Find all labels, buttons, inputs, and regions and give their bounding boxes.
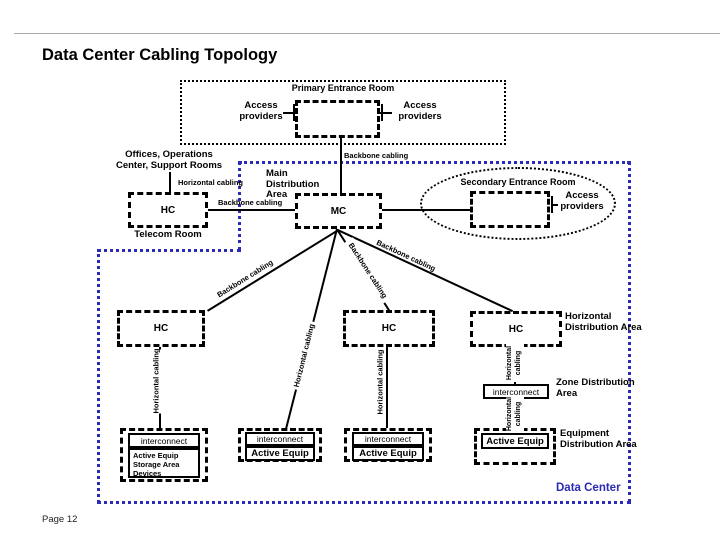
backbone-cabling-label-hc-left: Backbone cabling — [215, 257, 275, 300]
data-center-border-right — [628, 161, 631, 503]
page-title: Data Center Cabling Topology — [42, 46, 278, 64]
zone-distribution-area-label: Zone Distribution Area — [556, 377, 635, 399]
backbone-cabling-label-primary: Backbone cabling — [344, 151, 409, 160]
horizontal-cabling-label-zone-lower: Horizontal cabling — [506, 395, 524, 433]
data-center-border-top — [239, 161, 630, 164]
active-equip-right-box: Active Equip — [481, 433, 549, 449]
equipment-distribution-area-label: Equipment Distribution Area — [560, 428, 637, 450]
primary-entrance-room-box — [180, 80, 506, 145]
header-rule — [14, 33, 720, 34]
horizontal-cabling-label-mc-diagonal: Horizontal cabling — [290, 320, 318, 391]
access-providers-secondary-label: Access providers — [560, 190, 604, 212]
horizontal-line-offices-to-hc — [169, 172, 171, 192]
backbone-line-hc-to-mc — [208, 209, 295, 211]
page-number: Page 12 — [42, 514, 78, 525]
backbone-cabling-label-hc-right: Backbone cabling — [375, 237, 437, 274]
hc-left-box: HC — [117, 310, 205, 347]
horizontal-cabling-label-mid-column: Horizontal cabling — [374, 349, 386, 415]
active-equip-box-3: Active Equip — [352, 446, 424, 461]
data-center-border-notch-h — [97, 249, 241, 252]
active-equip-storage-box: Active Equip Storage Area Devices — [128, 448, 200, 478]
secondary-entrance-room-ellipse — [420, 167, 616, 240]
telecom-room-label: Telecom Room — [134, 229, 202, 240]
hc-right-box: HC — [470, 311, 562, 347]
connector-access-left-h — [283, 112, 295, 114]
connector-access-left-v — [293, 104, 295, 121]
horizontal-distribution-area-label: Horizontal Distribution Area — [565, 311, 642, 333]
horizontal-line-hc-mid-down — [386, 347, 388, 428]
horizontal-cabling-label-offices: Horizontal cabling — [178, 178, 244, 187]
backbone-cabling-label-telecom: Backbone cabling — [218, 198, 283, 207]
hc-telecom-box: HC — [128, 192, 208, 228]
data-center-border-left — [97, 249, 100, 503]
secondary-entrance-room-label: Secondary Entrance Room — [460, 177, 576, 187]
secondary-entrance-equipment-box — [470, 191, 550, 228]
hc-mid-box: HC — [343, 310, 435, 347]
data-center-border-bottom — [97, 501, 631, 504]
interconnect-box-3: interconnect — [352, 432, 424, 446]
connector-access-right-h — [380, 112, 392, 114]
left-equipment-group-box — [120, 428, 208, 482]
access-providers-left-label: Access providers — [239, 100, 283, 122]
active-equip-box-2: Active Equip — [245, 446, 315, 461]
mc-box: MC — [295, 193, 382, 229]
main-distribution-area-label: Main Distribution Area — [266, 168, 320, 201]
access-providers-right-label: Access providers — [398, 100, 442, 122]
offices-label: Offices, Operations Center, Support Room… — [115, 149, 223, 171]
data-center-label: Data Center — [556, 482, 621, 494]
interconnect-box-2: interconnect — [245, 432, 315, 446]
horizontal-cabling-label-left-column: Horizontal cabling — [150, 348, 162, 414]
backbone-line-primary-to-mc — [340, 138, 342, 193]
connector-access-right-v — [381, 104, 383, 121]
interconnect-box-1: interconnect — [128, 433, 200, 448]
horizontal-cabling-label-zone-upper: Horizontal cabling — [506, 344, 524, 382]
primary-entrance-room-label: Primary Entrance Room — [291, 83, 395, 93]
primary-entrance-equipment-box — [295, 100, 380, 138]
data-center-border-notch-v — [238, 161, 241, 251]
